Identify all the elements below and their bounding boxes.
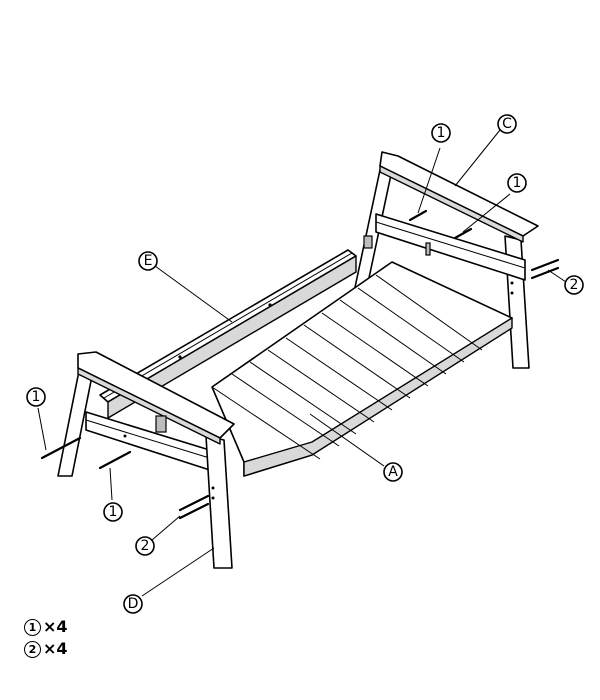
legend-row-screw: 1 ×4 (24, 616, 68, 638)
callout-a: A (383, 462, 403, 482)
callout-e-label: E (144, 253, 153, 269)
callout-screw-left-label: 1 (32, 389, 41, 405)
leader-c (454, 129, 501, 187)
callout-bolt-left-label: 2 (141, 538, 150, 554)
bolt-2-left (151, 494, 210, 541)
callout-a-label: A (388, 464, 398, 480)
callout-bolt-right-label: 2 (570, 277, 579, 293)
callout-bolt-right: 2 (564, 275, 584, 295)
leader-d (141, 547, 215, 597)
legend-row-bolt: 2 ×4 (24, 638, 68, 660)
screw-1-upper-right (408, 147, 441, 222)
legend-bolt-qty: ×4 (43, 639, 68, 658)
callout-screw-upper-label: 1 (437, 125, 446, 141)
callout-screw-right-label: 1 (513, 175, 522, 191)
side-frame-d (57, 351, 235, 569)
callout-screw-right: 1 (507, 173, 527, 193)
leader-e (154, 265, 233, 323)
legend-screw-symbol: 1 (24, 618, 41, 636)
callout-c-label: C (502, 116, 512, 132)
back-rail-e (99, 249, 357, 419)
screw-1-left-lower (98, 450, 132, 501)
hardware-legend: 1 ×4 2 ×4 (24, 616, 68, 660)
callout-screw-lower: 1 (103, 502, 123, 522)
screw-1-left (37, 407, 82, 460)
bolt-2-right (530, 258, 567, 283)
legend-bolt-symbol: 2 (24, 640, 41, 658)
callout-screw-upper: 1 (431, 123, 451, 143)
legend-screw-qty: ×4 (43, 617, 68, 636)
callout-screw-lower-label: 1 (109, 504, 118, 520)
seat-panel-a (211, 261, 513, 477)
leader-a (309, 413, 385, 467)
screw-1-mid-right (453, 193, 511, 240)
callout-e: E (138, 251, 158, 271)
callout-d-label: D (128, 596, 139, 612)
callout-d: D (123, 594, 143, 614)
callout-bolt-left: 2 (135, 536, 155, 556)
callout-c: C (497, 114, 517, 134)
callout-screw-left: 1 (26, 387, 46, 407)
